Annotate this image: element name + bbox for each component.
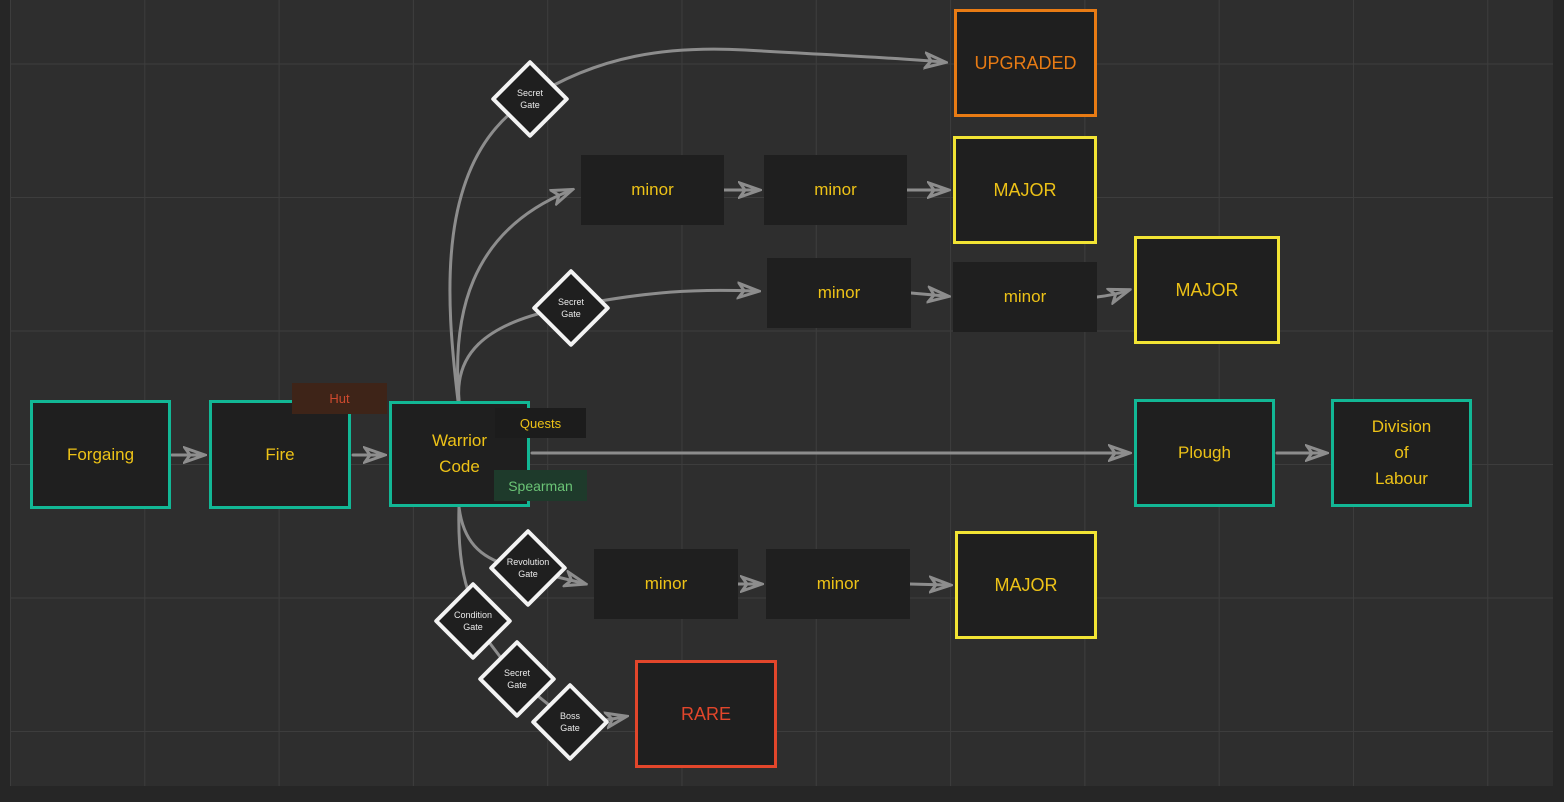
node-label: minor [1003, 287, 1047, 306]
edge-minor-b2-major-b [1095, 291, 1126, 297]
node-major-b[interactable]: MAJOR [1134, 236, 1280, 344]
gate-label: Secret Gate [557, 297, 584, 319]
edge-minor-c2-major-c [908, 584, 947, 585]
node-upgraded[interactable]: UPGRADED [954, 9, 1097, 117]
gate-label: Condition Gate [453, 610, 493, 632]
node-label: minor [814, 180, 857, 199]
node-label: MAJOR [1175, 280, 1239, 300]
node-label: Plough [1178, 443, 1231, 462]
badge-spearman[interactable]: Spearman [494, 470, 587, 501]
node-minor-b2[interactable]: minor [953, 262, 1097, 332]
badge-hut[interactable]: Hut [292, 383, 387, 414]
node-label: minor [816, 574, 860, 593]
badge-label: Hut [329, 391, 350, 406]
node-label: RARE [680, 704, 731, 724]
canvas-right-border [1553, 0, 1564, 802]
node-label: Division of Labour [1371, 417, 1432, 488]
node-label: minor [817, 283, 861, 302]
node-label: Forgaing [66, 444, 135, 464]
node-label: MAJOR [994, 575, 1058, 595]
node-plough[interactable]: Plough [1134, 399, 1275, 507]
badge-quests[interactable]: Quests [495, 408, 586, 438]
canvas-bottom-border [0, 786, 1564, 802]
badge-label: Quests [519, 415, 562, 431]
node-minor-b1[interactable]: minor [767, 258, 911, 328]
node-forgaing[interactable]: Forgaing [30, 400, 171, 509]
node-label: minor [631, 180, 674, 199]
node-fire[interactable]: Fire [209, 400, 351, 509]
node-rare[interactable]: RARE [635, 660, 777, 768]
node-major-c[interactable]: MAJOR [955, 531, 1097, 639]
edge-warrior-secretgate1-upgraded [448, 47, 942, 403]
node-minor-a1[interactable]: minor [581, 155, 724, 225]
node-label: Warrior Code [431, 431, 488, 476]
node-label: Fire [265, 444, 295, 464]
canvas-left-border [0, 0, 10, 802]
gate-label: Boss Gate [559, 711, 580, 733]
edge-minor-b1-minor-b2 [909, 293, 945, 296]
badge-label: Spearman [508, 477, 573, 494]
node-minor-c1[interactable]: minor [594, 549, 738, 619]
node-label: MAJOR [993, 180, 1057, 200]
node-major-a[interactable]: MAJOR [953, 136, 1097, 244]
edge-warrior-minor-a1 [456, 191, 569, 403]
node-label: minor [644, 574, 688, 593]
node-minor-c2[interactable]: minor [766, 549, 910, 619]
gate-label: Secret Gate [516, 88, 543, 110]
node-label: UPGRADED [974, 53, 1077, 73]
node-minor-a2[interactable]: minor [764, 155, 907, 225]
gate-label: Secret Gate [503, 668, 530, 690]
gate-label: Revolution Gate [506, 557, 550, 579]
node-division-of-labour[interactable]: Division of Labour [1331, 399, 1472, 507]
